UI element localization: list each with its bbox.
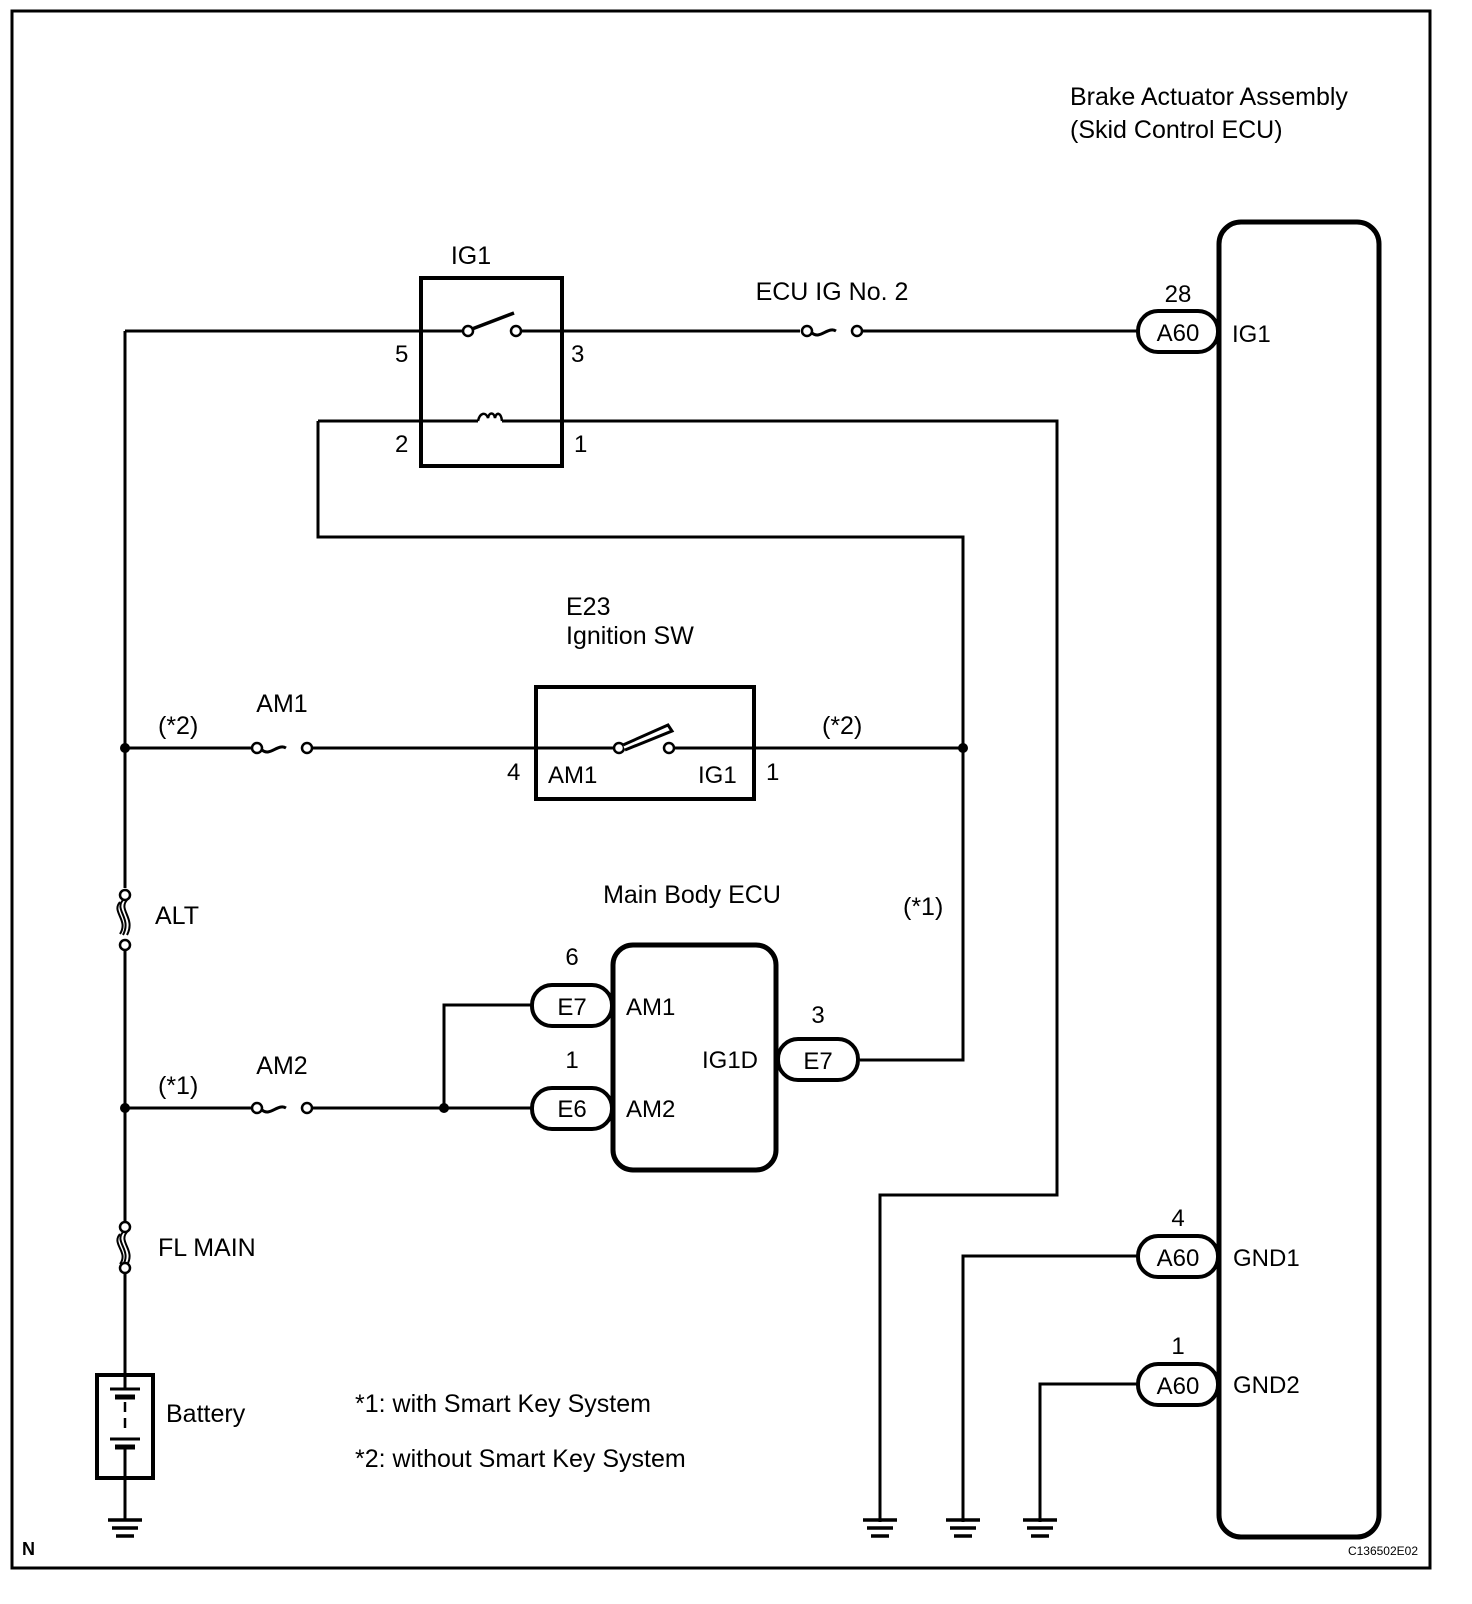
brake-actuator-subtitle: (Skid Control ECU): [1070, 116, 1283, 144]
e6-pin-1: 1: [565, 1047, 578, 1074]
ign-to-relay-note: (*2): [822, 712, 862, 740]
ecu-terminal-am1: AM1: [626, 994, 675, 1021]
connector-e6-1: E6: [530, 1086, 614, 1131]
note-smart-key: *1: with Smart Key System: [355, 1390, 651, 1418]
ignition-switch-id: E23: [566, 593, 610, 621]
ign-pin-1: 1: [766, 759, 779, 786]
actuator-terminal-ig1: IG1: [1232, 321, 1271, 348]
ignition-switch-name: Ignition SW: [566, 622, 694, 650]
ecu-terminal-am2: AM2: [626, 1096, 675, 1123]
connector-e7-6: E7: [530, 983, 614, 1028]
svg-text:E6: E6: [557, 1096, 586, 1123]
ign-pin-4: 4: [507, 759, 520, 786]
svg-text:A60: A60: [1157, 1245, 1200, 1272]
ground-icon: [863, 1518, 897, 1538]
ign-terminal-ig1: IG1: [698, 762, 737, 789]
svg-text:A60: A60: [1157, 1373, 1200, 1400]
am2-fuse-icon: [250, 1101, 314, 1115]
svg-text:E7: E7: [557, 994, 586, 1021]
svg-text:A60: A60: [1157, 320, 1200, 347]
ignition-switch: [534, 685, 756, 801]
am1-fuse-icon: [250, 741, 314, 755]
main-body-ecu-box: [610, 942, 779, 1173]
am2-branch-note: (*1): [158, 1072, 198, 1100]
e7-pin-3: 3: [811, 1002, 824, 1029]
corner-mark: N: [22, 1539, 35, 1559]
relay-coil-icon: [476, 412, 504, 422]
am1-branch-note: (*2): [158, 712, 198, 740]
ground-icon: [1023, 1518, 1057, 1538]
actuator-terminal-gnd2: GND2: [1233, 1372, 1300, 1399]
alt-label: ALT: [155, 902, 199, 930]
brake-actuator-box: [1216, 219, 1382, 1540]
battery-label: Battery: [166, 1400, 246, 1428]
ground-icon: [946, 1518, 980, 1538]
am2-fuse-label: AM2: [256, 1052, 307, 1080]
actuator-terminal-gnd1: GND1: [1233, 1245, 1300, 1272]
ecu-ig-no2-label: ECU IG No. 2: [756, 278, 909, 306]
battery-icon: [95, 1373, 155, 1480]
alt-fusible-link-icon: [116, 888, 132, 952]
a60-pin-1: 1: [1171, 1333, 1184, 1360]
relay-pin-2: 2: [395, 431, 408, 458]
a60-pin-28: 28: [1165, 281, 1192, 308]
figure-id: C136502E02: [1348, 1544, 1418, 1558]
ecu-to-relay-note: (*1): [903, 893, 943, 921]
note-no-smart-key: *2: without Smart Key System: [355, 1445, 686, 1473]
am1-fuse-label: AM1: [256, 690, 307, 718]
relay-pin-5: 5: [395, 341, 408, 368]
ecu-terminal-ig1d: IG1D: [702, 1047, 758, 1074]
ig1-relay-label: IG1: [451, 242, 491, 270]
connector-a60-28: A60: [1136, 309, 1220, 354]
relay-switch-contact: [471, 311, 515, 331]
e7-pin-6: 6: [565, 944, 578, 971]
ig1-relay: [125, 276, 1059, 1522]
connector-a60-4: A60: [1136, 1234, 1220, 1279]
ign-terminal-am1: AM1: [548, 762, 597, 789]
ground-icon: [108, 1518, 142, 1538]
connector-e7-3: E7: [776, 1037, 860, 1082]
diagram-frame: [10, 9, 1432, 1570]
connector-a60-1: A60: [1136, 1362, 1220, 1407]
fl-main-label: FL MAIN: [158, 1234, 256, 1262]
a60-pin-4: 4: [1171, 1205, 1184, 1232]
junction-dot: [439, 1103, 449, 1113]
svg-text:E7: E7: [803, 1048, 832, 1075]
brake-actuator-title: Brake Actuator Assembly: [1070, 83, 1348, 111]
fl-main-fusible-link-icon: [116, 1220, 132, 1275]
ecu-ig-no2-fuse-icon: [800, 324, 864, 338]
main-body-ecu-label: Main Body ECU: [603, 881, 781, 909]
relay-pin-3: 3: [571, 341, 584, 368]
relay-pin-1: 1: [574, 431, 587, 458]
